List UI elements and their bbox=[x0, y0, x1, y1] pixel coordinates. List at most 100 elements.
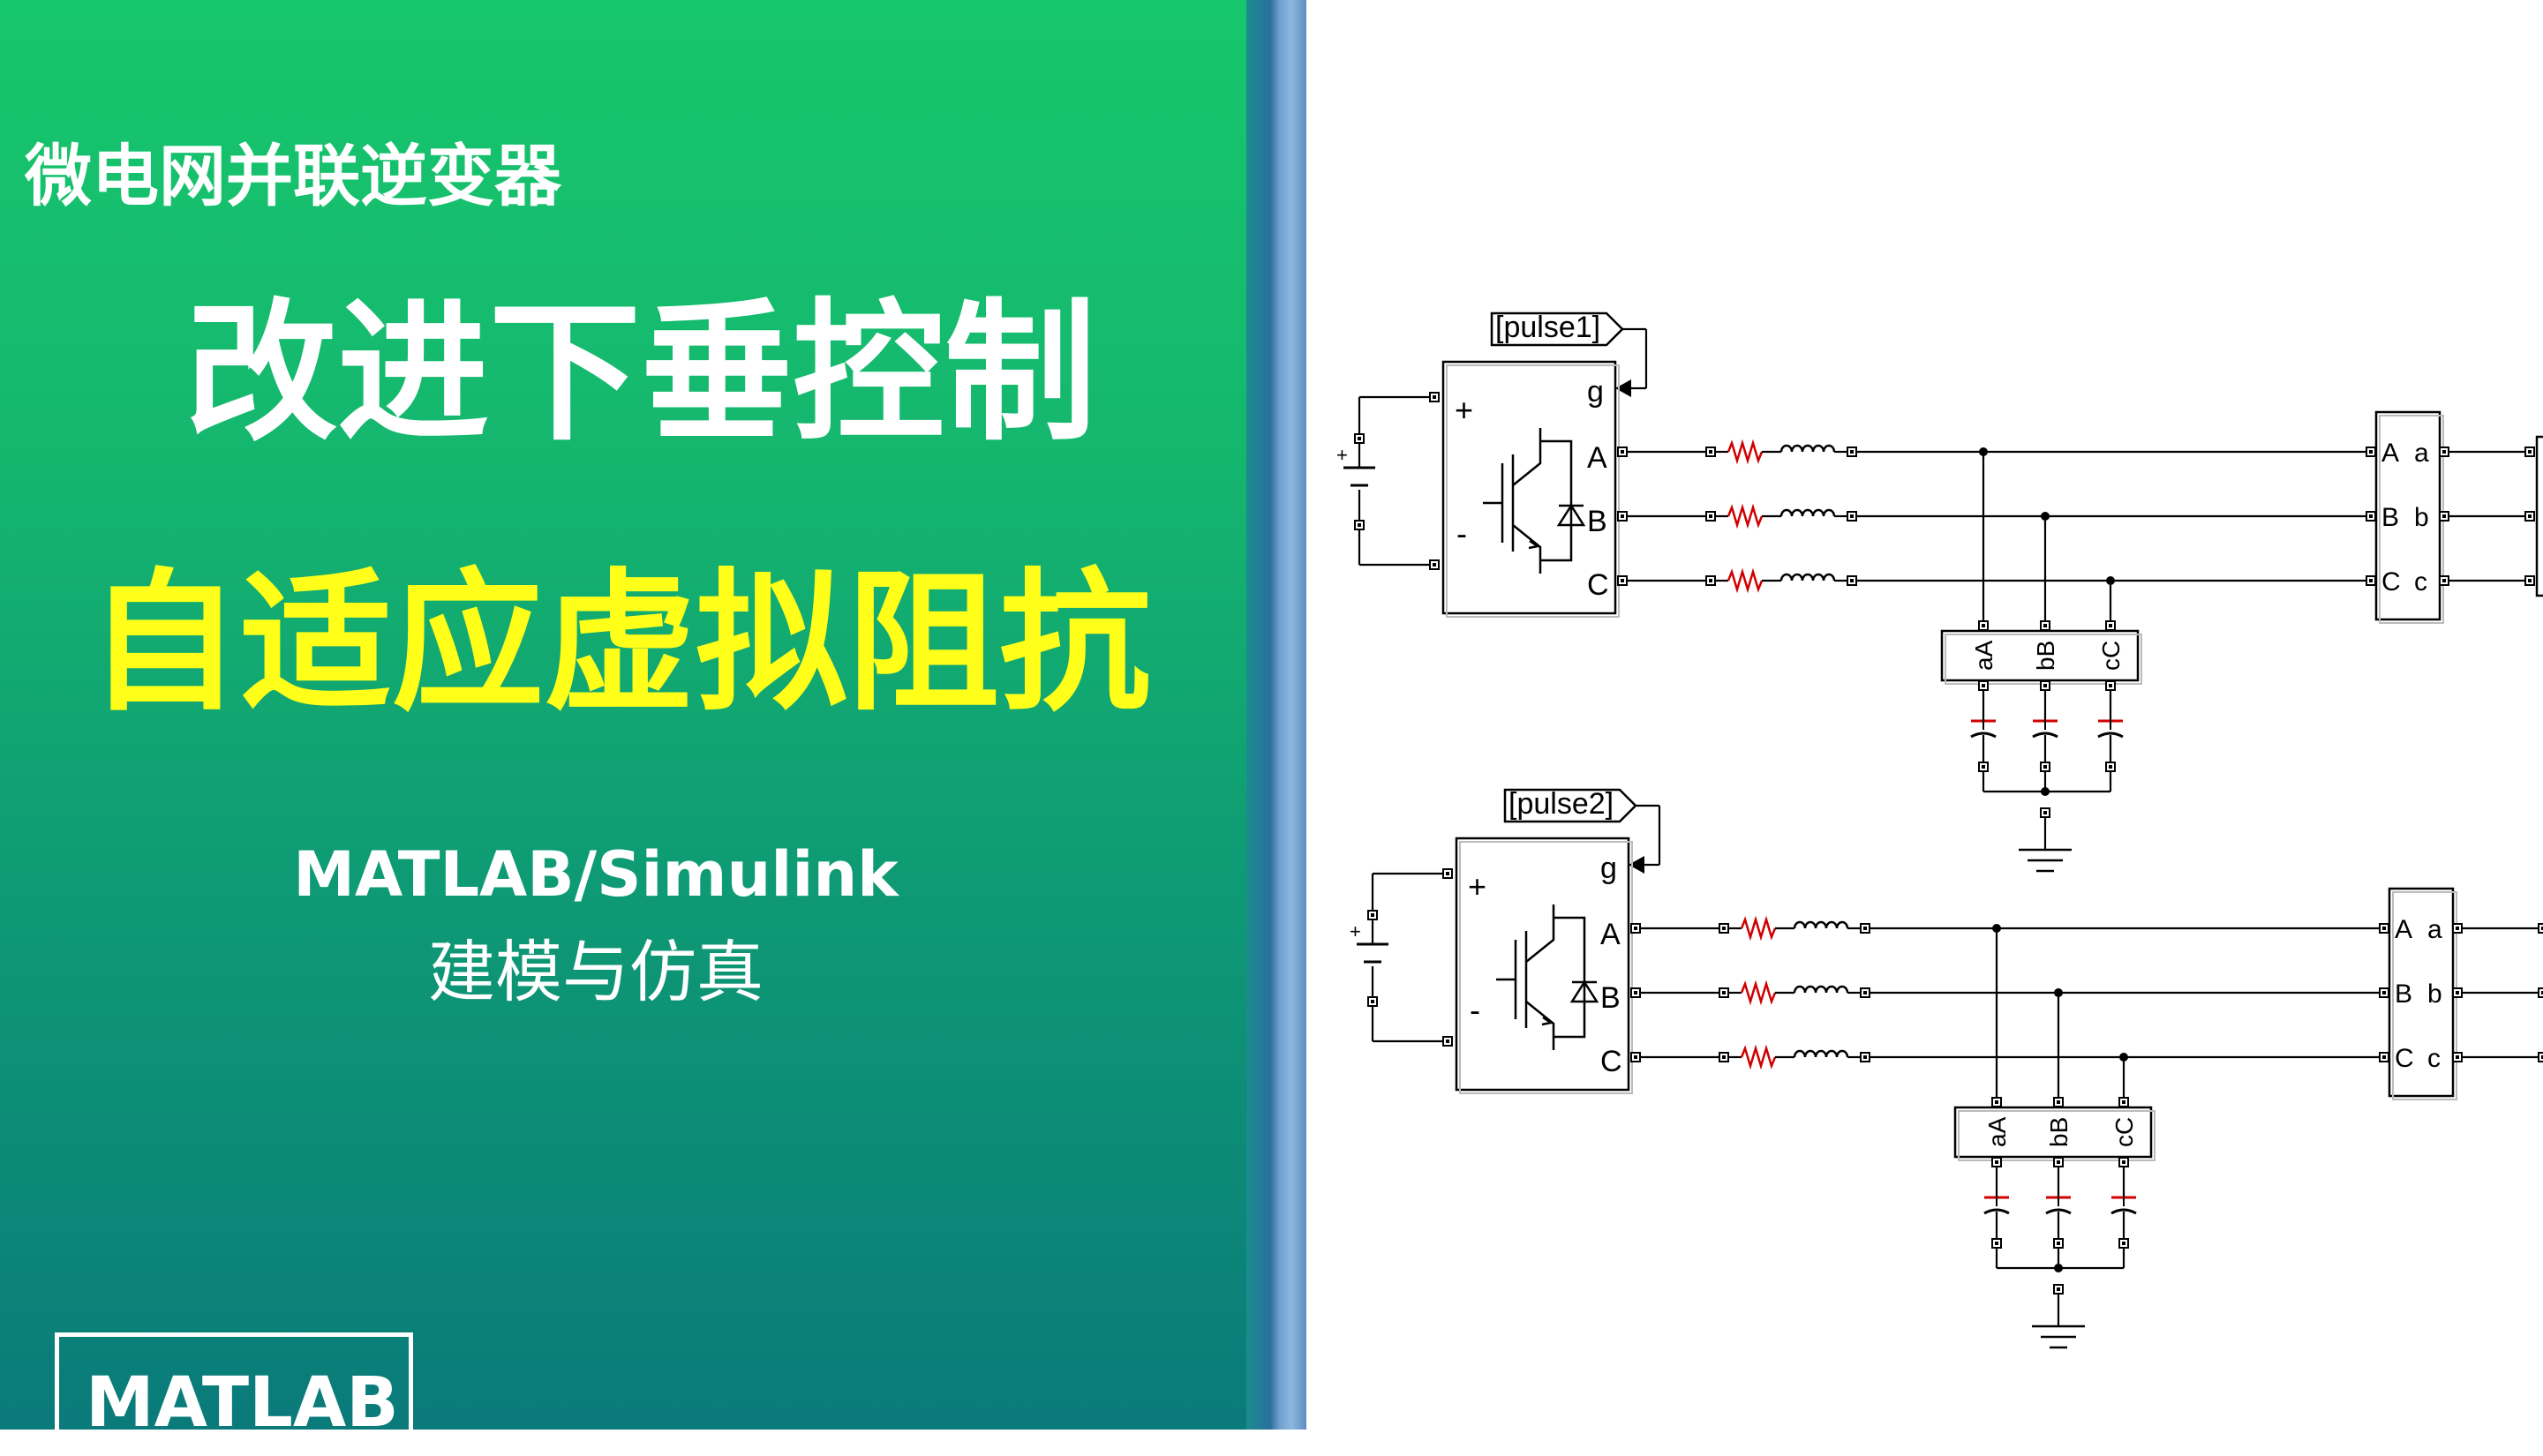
port-dot bbox=[2442, 514, 2446, 518]
goto-block[interactable]: [pulse2] bbox=[1503, 787, 1637, 823]
port-dot bbox=[2057, 1242, 2060, 1245]
measurement-label-c: C bbox=[2381, 567, 2401, 597]
measurement-label-a: A bbox=[2381, 439, 2399, 468]
port-dot bbox=[1358, 523, 1361, 527]
inductor-symbol bbox=[1779, 508, 1836, 517]
port-dot bbox=[1722, 1055, 1726, 1059]
gate-port-label: g bbox=[1600, 852, 1617, 885]
port-dot bbox=[1709, 514, 1712, 518]
ground-symbol bbox=[2032, 1325, 2085, 1349]
filter-block-body[interactable] bbox=[1953, 1106, 2153, 1159]
panel-divider bbox=[1246, 0, 1306, 1430]
port-dot bbox=[2057, 1100, 2060, 1104]
port-label-c: C bbox=[1587, 568, 1609, 602]
port-dot bbox=[2528, 514, 2532, 518]
igbt-bridge-body[interactable] bbox=[1455, 837, 1630, 1092]
measurement-label-out-a: a bbox=[2427, 915, 2442, 944]
measurement-label-b: B bbox=[2381, 503, 2399, 532]
inductor-symbol bbox=[1793, 920, 1849, 929]
port-dot bbox=[1995, 1160, 1998, 1164]
port-dot bbox=[1982, 684, 1985, 687]
igbt-bridge-body[interactable] bbox=[1441, 360, 1617, 615]
port-dot bbox=[1995, 1242, 1998, 1245]
port-dot bbox=[2369, 514, 2373, 518]
port-dot bbox=[2382, 1055, 2386, 1059]
port-dot bbox=[2057, 1160, 2060, 1164]
port-dot bbox=[1358, 437, 1361, 440]
battery-plus: + bbox=[1336, 444, 1348, 466]
port-dot bbox=[1850, 579, 1854, 582]
capacitor-plate-curved bbox=[1970, 732, 1997, 739]
measurement-label-out-a: a bbox=[2414, 439, 2429, 468]
igbt-symbol bbox=[1483, 428, 1586, 574]
port-dot bbox=[2043, 765, 2047, 769]
inductor-symbol bbox=[1793, 985, 1849, 994]
port-dot bbox=[1722, 927, 1726, 930]
emitter-arrow bbox=[1541, 1016, 1554, 1026]
port-dot bbox=[2442, 579, 2446, 582]
port-dot bbox=[2528, 450, 2532, 454]
port-dot bbox=[1709, 450, 1712, 454]
block-shadow bbox=[1459, 841, 1633, 1094]
dc-voltage-source[interactable]: + bbox=[1336, 395, 1430, 567]
port-dot bbox=[2541, 1055, 2543, 1059]
resistor-symbol bbox=[1740, 915, 1777, 942]
port-dot bbox=[1995, 1100, 1998, 1104]
port-dot bbox=[2382, 991, 2386, 994]
resistor-symbol bbox=[1740, 979, 1777, 1006]
port-dot bbox=[2122, 1100, 2125, 1104]
resistor-symbol bbox=[1727, 439, 1764, 465]
resistor-symbol bbox=[1727, 503, 1764, 529]
port-label-c: C bbox=[1600, 1045, 1622, 1078]
filter-port-label-cc: cC bbox=[2097, 641, 2125, 671]
goto-tag-label: [pulse1] bbox=[1495, 311, 1600, 344]
cover-panel: 微电网并联逆变器 改进下垂控制 自适应虚拟阻抗 MATLAB/Simulink … bbox=[0, 0, 1246, 1456]
rl-filter-branch[interactable] bbox=[1641, 915, 2389, 1070]
goto-tag-shape[interactable] bbox=[1503, 788, 1637, 823]
rl-filter-branch[interactable] bbox=[1628, 439, 2376, 594]
measurement-body[interactable] bbox=[2388, 887, 2455, 1098]
port-dot bbox=[2109, 765, 2112, 769]
arrow-head bbox=[1629, 856, 1644, 874]
port-dot bbox=[2541, 927, 2543, 930]
dc-plus-label: + bbox=[1468, 868, 1486, 904]
arrow-head bbox=[1615, 379, 1631, 397]
port-dot bbox=[2382, 927, 2386, 930]
port-dot bbox=[1433, 395, 1436, 399]
dc-minus-label: - bbox=[1470, 992, 1480, 1028]
port-dot bbox=[2109, 624, 2112, 627]
igbt-lines bbox=[1483, 428, 1584, 574]
port-dot bbox=[1371, 913, 1374, 917]
port-dot bbox=[2122, 1242, 2125, 1245]
filter-port-label-aa: aA bbox=[1970, 640, 1998, 671]
dc-voltage-source[interactable]: + bbox=[1350, 872, 1443, 1043]
port-label-b: B bbox=[1587, 505, 1607, 538]
port-dot bbox=[2369, 450, 2373, 454]
port-dot bbox=[1709, 579, 1712, 582]
port-marker bbox=[2538, 987, 2543, 998]
goto-tag-shape[interactable] bbox=[1490, 311, 1624, 347]
cover-subtitle: 微电网并联逆变器 bbox=[25, 137, 561, 215]
port-dot bbox=[2528, 579, 2532, 582]
measurement-label-c: C bbox=[2395, 1044, 2414, 1073]
tool-description: 建模与仿真 bbox=[428, 933, 764, 1011]
diode-shape bbox=[1569, 979, 1599, 1003]
dc-plus-label: + bbox=[1455, 392, 1473, 428]
matlab-badge-label: MATLAB bbox=[86, 1363, 399, 1443]
goto-block[interactable]: [pulse1] bbox=[1490, 311, 1624, 347]
junction-dot bbox=[2041, 787, 2050, 796]
port-dot bbox=[2057, 1287, 2060, 1291]
capacitor-plate-curved bbox=[2045, 1208, 2072, 1215]
port-dot bbox=[1863, 927, 1867, 930]
port-dot bbox=[2456, 991, 2459, 994]
